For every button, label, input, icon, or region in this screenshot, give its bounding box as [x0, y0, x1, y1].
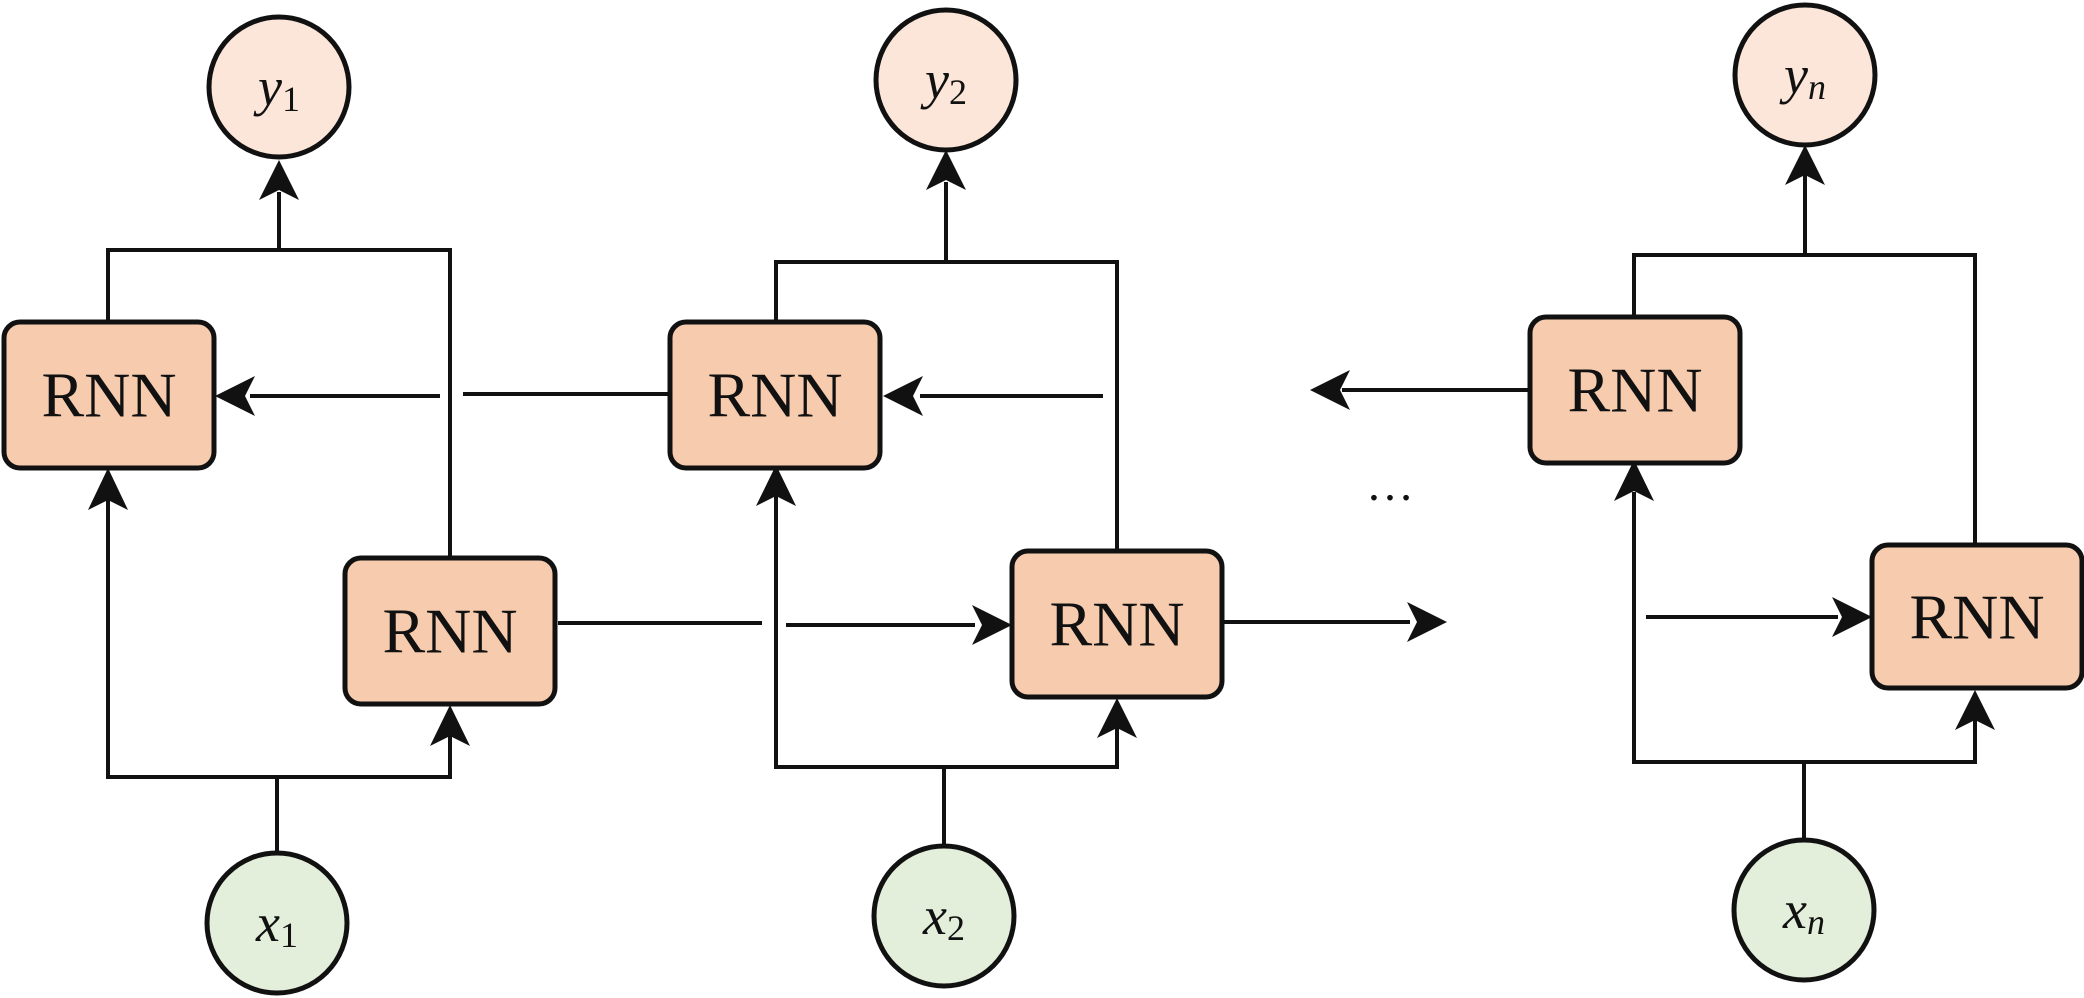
input-node-x1: x1 — [204, 850, 350, 996]
svg-text:y1: y1 — [253, 57, 300, 119]
input-subscript: 1 — [280, 915, 298, 955]
output-subscript: 1 — [282, 79, 300, 119]
output-node-y1: y1 — [206, 14, 352, 160]
input-subscript: 2 — [947, 908, 965, 948]
svg-text:y2: y2 — [920, 50, 967, 112]
rnn-label: RNN — [382, 596, 517, 667]
step2-up-arrow-rnn-top — [756, 465, 796, 506]
input-node-xn: xn — [1731, 837, 1877, 983]
step1-left-arrow — [215, 376, 255, 416]
input-node-x2: x2 — [871, 843, 1017, 989]
rnn-label: RNN — [1049, 589, 1184, 660]
output-var: y — [253, 57, 282, 117]
rnn-block-forward-2: RNN — [1009, 548, 1225, 700]
stepn-up-arrow-output — [1785, 145, 1825, 185]
step1-up-arrow-rnn-top — [88, 468, 128, 510]
output-subscript: n — [1808, 67, 1826, 107]
rnn-label: RNN — [41, 360, 176, 431]
step2-right-arrow-out — [1407, 602, 1447, 642]
rnn-block-backward-1: RNN — [1, 319, 217, 471]
step2-right-arrow — [972, 605, 1012, 645]
output-var: y — [1779, 45, 1808, 105]
svg-text:x1: x1 — [255, 893, 298, 955]
connections — [106, 172, 1977, 852]
step1-up-arrow-output — [259, 160, 299, 200]
ellipsis: … — [1366, 458, 1414, 511]
svg-text:yn: yn — [1779, 45, 1826, 107]
step2-input-split — [774, 495, 1119, 769]
step1-up-arrow-rnn-bottom — [430, 705, 470, 746]
rnn-block-forward-n: RNN — [1869, 542, 2084, 691]
rnn-label: RNN — [1567, 355, 1702, 426]
stepn-up-arrow-rnn-bottom — [1955, 690, 1995, 730]
output-node-y2: y2 — [873, 7, 1019, 153]
stepn-up-arrow-rnn-top — [1614, 460, 1654, 501]
rnn-label: RNN — [1909, 582, 2044, 653]
input-subscript: n — [1807, 902, 1825, 942]
output-subscript: 2 — [949, 72, 967, 112]
output-node-yn: yn — [1732, 2, 1878, 148]
arrowheads — [88, 145, 1995, 746]
step2-up-arrow-output — [926, 150, 966, 190]
input-var: x — [1782, 880, 1807, 940]
input-var: x — [255, 893, 280, 953]
input-var: x — [922, 886, 947, 946]
svg-text:xn: xn — [1782, 880, 1825, 942]
rnn-label: RNN — [707, 360, 842, 431]
svg-text:x2: x2 — [922, 886, 965, 948]
step2-left-arrow — [883, 376, 923, 416]
rnn-block-forward-1: RNN — [342, 555, 558, 707]
output-var: y — [920, 50, 949, 110]
rnn-block-backward-n: RNN — [1527, 314, 1743, 466]
stepn-left-arrow — [1310, 370, 1350, 410]
rnn-block-backward-2: RNN — [667, 319, 883, 471]
stepn-right-arrow — [1832, 597, 1872, 637]
step2-up-arrow-rnn-bottom — [1097, 698, 1137, 738]
